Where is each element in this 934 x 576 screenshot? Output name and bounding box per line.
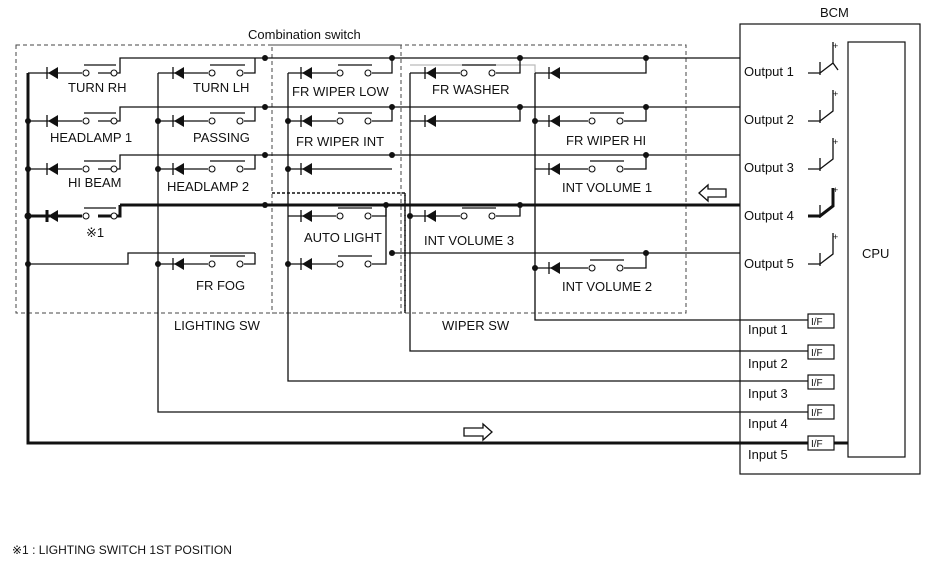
input2-bus [409, 73, 820, 352]
lighting-sw-label: LIGHTING SW [174, 318, 261, 333]
fr-wiper-low-label: FR WIPER LOW [292, 84, 390, 99]
if-label-4: I/F [811, 408, 823, 419]
auto-light-label: AUTO LIGHT [304, 230, 382, 245]
switch-int-volume-2 [535, 253, 647, 274]
if-label-2: I/F [811, 348, 823, 359]
output1-lead [808, 42, 839, 74]
hi-beam-label: HI BEAM [68, 175, 121, 190]
input2-label: Input 2 [748, 356, 788, 371]
headlamp1-label: HEADLAMP 1 [50, 130, 132, 145]
switch-fr-fog [28, 252, 256, 270]
output4-plus: + [833, 185, 838, 195]
switch-auto-light [288, 205, 387, 270]
combination-switch-dashed-box [271, 44, 687, 314]
switch-turn-rh [28, 57, 265, 79]
fr-wiper-hi-label: FR WIPER HI [566, 133, 646, 148]
fr-washer-label: FR WASHER [432, 82, 510, 97]
cpu-label: CPU [862, 246, 889, 261]
output2-plus: + [833, 89, 838, 99]
lighting-sw-dashed-box [15, 44, 402, 314]
if-label-1: I/F [811, 317, 823, 328]
switch-passing [158, 107, 256, 127]
cpu-box [847, 41, 906, 458]
fr-wiper-int-label: FR WIPER INT [296, 134, 384, 149]
input5-label: Input 5 [748, 447, 788, 462]
output3-lead [808, 138, 834, 170]
output4-label: Output 4 [744, 208, 794, 223]
switch-fr-wiper-hi [535, 107, 647, 127]
bcm-title: BCM [820, 5, 849, 20]
switch-note-1 [28, 205, 122, 222]
input-direction-arrow [463, 422, 493, 442]
input5-bus [26, 73, 848, 445]
if-label-5: I/F [811, 439, 823, 450]
output2-label: Output 2 [744, 112, 794, 127]
junction-dots [24, 55, 649, 271]
switch-fr-wiper-int [288, 107, 393, 175]
fr-fog-label: FR FOG [196, 278, 245, 293]
input4-bus [157, 73, 820, 413]
output5-label: Output 5 [744, 256, 794, 271]
output5-lead [808, 233, 834, 265]
switch-headlamp1 [28, 106, 265, 127]
combination-switch-label: Combination switch [248, 27, 361, 42]
output2-lead [808, 90, 834, 122]
passing-label: PASSING [193, 130, 250, 145]
switch-int-volume-1 [535, 155, 647, 175]
note-mark-label: ※1 [86, 225, 104, 240]
output3-plus: + [833, 137, 838, 147]
output1-plus: + [833, 41, 838, 51]
output3-label: Output 3 [744, 160, 794, 175]
switch-turn-lh [158, 58, 256, 79]
footnote: ※1 : LIGHTING SWITCH 1ST POSITION [12, 543, 232, 557]
int-volume-1-label: INT VOLUME 1 [562, 180, 652, 195]
switch-headlamp2 [158, 155, 256, 175]
input3-label: Input 3 [748, 386, 788, 401]
auto-light-dashed-frame [272, 192, 406, 313]
turn-rh-label: TURN RH [68, 80, 127, 95]
input3-bus [287, 73, 820, 382]
switch-int-volume-3 [410, 205, 521, 222]
switch-hi-beam [28, 154, 265, 175]
int-volume-3-label: INT VOLUME 3 [424, 233, 514, 248]
wiper-sw-grey-frame [410, 64, 536, 320]
input4-label: Input 4 [748, 416, 788, 431]
input1-label: Input 1 [748, 322, 788, 337]
output5-plus: + [833, 232, 838, 242]
int-volume-2-label: INT VOLUME 2 [562, 279, 652, 294]
output1-label: Output 1 [744, 64, 794, 79]
wiper-sw-label: WIPER SW [442, 318, 510, 333]
switch-fr-washer [410, 58, 521, 127]
if-label-3: I/F [811, 378, 823, 389]
headlamp2-label: HEADLAMP 2 [167, 179, 249, 194]
switch-fr-wiper-low [288, 58, 393, 79]
output4-lead [808, 188, 835, 218]
interface-boxes: I/F I/F I/F I/F I/F [807, 313, 835, 451]
switch-fr-wiper-hi-diode [535, 58, 647, 79]
output-direction-arrow [698, 183, 727, 203]
turn-lh-label: TURN LH [193, 80, 249, 95]
